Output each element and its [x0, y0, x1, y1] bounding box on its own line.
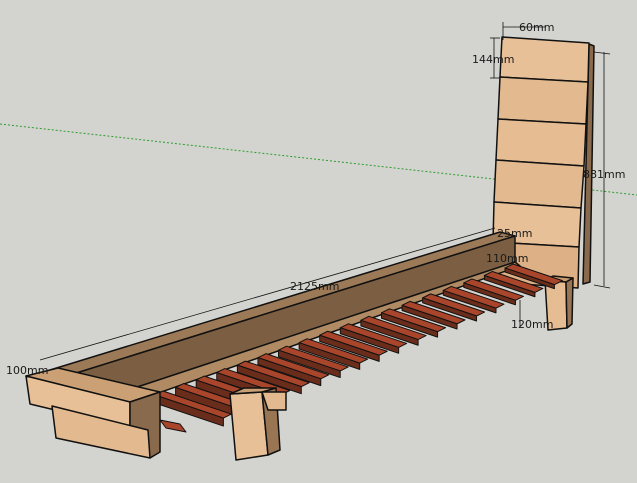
dim-beam-thickness: 25mm — [497, 227, 532, 240]
seat-slat-edge — [257, 357, 322, 387]
seat-slat-edge — [339, 327, 400, 354]
seat-slat-edge — [422, 297, 478, 322]
backrest[interactable] — [492, 36, 595, 289]
seat-slat-edge — [463, 282, 516, 306]
seat-slat-edge — [380, 312, 439, 338]
dim-leg-width: 120mm — [511, 318, 553, 331]
seat-slat-edge — [298, 342, 361, 370]
dimension-annotations — [39, 22, 611, 361]
backrest-panel-3 — [495, 118, 587, 167]
green-axis-line — [0, 123, 637, 196]
side-beam[interactable] — [49, 231, 521, 411]
dim-back-height: 881mm — [583, 168, 625, 181]
seat-slat-stub — [159, 419, 187, 433]
dim-length: 2125mm — [290, 280, 339, 293]
seat-slat-edge — [442, 289, 497, 314]
seat-slat-edge — [360, 319, 419, 346]
middle-leg[interactable] — [229, 387, 287, 461]
seat-slats[interactable] — [154, 263, 563, 433]
seat-slat-edge — [401, 304, 458, 330]
seat-slat-edge — [236, 364, 302, 395]
seat-slat-edge — [483, 274, 536, 298]
backrest-panel-4 — [493, 159, 585, 209]
dim-top-width: 60mm — [519, 21, 554, 34]
front-end-block[interactable] — [25, 367, 161, 459]
backrest-side — [582, 43, 595, 285]
dim-end-height: 100mm — [6, 364, 48, 377]
seat-slat-edge — [278, 349, 341, 379]
dim-slat-height: 144mm — [472, 53, 514, 66]
backrest-panel-2 — [497, 76, 589, 125]
seat-slat-edge — [319, 334, 380, 362]
seat-slat-edge — [504, 267, 555, 290]
dim-beam-height: 110mm — [486, 252, 528, 265]
